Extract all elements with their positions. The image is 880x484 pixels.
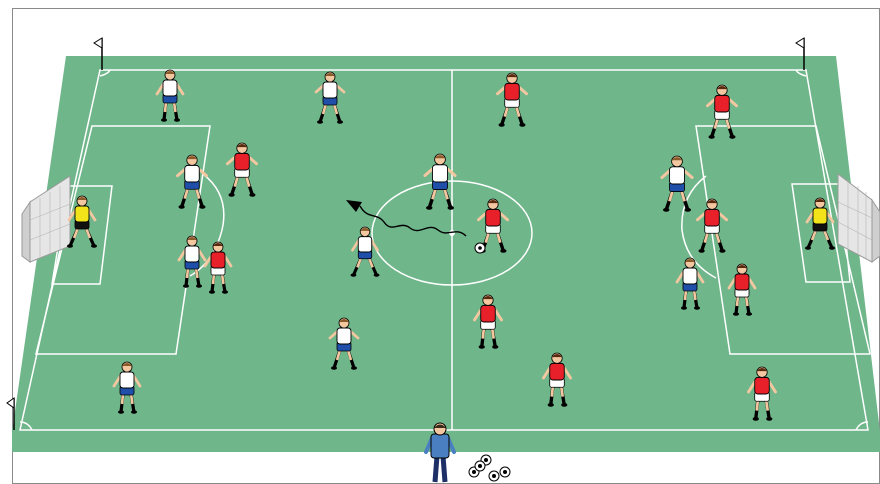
pitch-surface	[12, 56, 880, 432]
spare-ball	[475, 461, 485, 471]
spare-ball	[500, 467, 510, 477]
spare-ball	[489, 471, 499, 481]
soccer-ball	[475, 243, 485, 253]
